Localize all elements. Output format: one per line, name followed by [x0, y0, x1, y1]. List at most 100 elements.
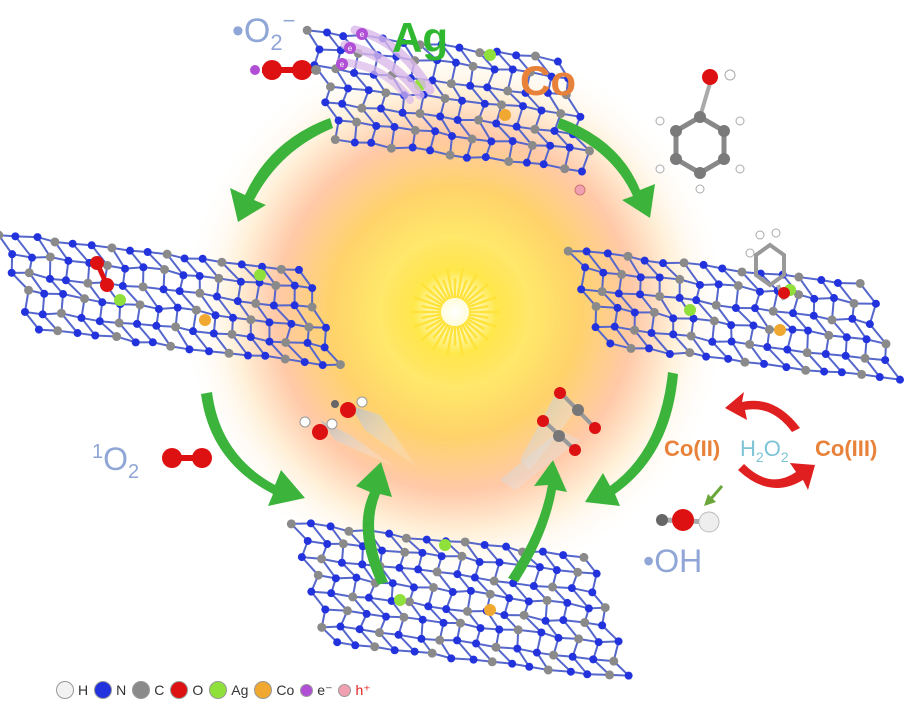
carbon-atom	[503, 86, 512, 95]
nitrogen-atom	[636, 290, 644, 298]
nitrogen-atom	[351, 641, 359, 649]
nitrogen-atom	[487, 137, 495, 145]
nitrogen-atom	[604, 249, 612, 257]
nitrogen-atom	[426, 146, 434, 154]
legend-label: C	[154, 682, 164, 698]
nitrogen-atom	[588, 588, 596, 596]
carbon-atom	[549, 651, 558, 660]
nitrogen-atom	[537, 629, 545, 637]
nitrogen-atom	[74, 329, 82, 337]
legend-swatch-c	[132, 681, 150, 699]
nitrogen-atom	[213, 293, 221, 301]
nitrogen-atom	[789, 309, 797, 317]
nitrogen-atom	[509, 137, 517, 145]
carbon-atom	[166, 342, 175, 351]
nitrogen-atom	[327, 589, 335, 597]
nitrogen-atom	[449, 588, 457, 596]
legend-swatch-n	[94, 681, 112, 699]
carbon-atom	[281, 338, 290, 347]
nitrogen-atom	[149, 338, 157, 346]
nitrogen-atom	[287, 320, 295, 328]
nitrogen-atom	[581, 263, 589, 271]
h2o2-label: H2O2	[740, 436, 789, 465]
nitrogen-atom	[350, 69, 358, 77]
carbon-atom	[217, 258, 226, 267]
carbon-atom	[861, 354, 870, 363]
carbon-atom	[474, 116, 483, 125]
carbon-atom	[794, 273, 803, 282]
legend-item-co: Co	[254, 681, 294, 699]
carbon-atom	[475, 48, 484, 57]
carbon-atom	[491, 643, 500, 652]
carbon-atom	[881, 339, 890, 348]
nitrogen-atom	[265, 318, 273, 326]
nitrogen-atom	[669, 314, 677, 322]
silver-atom	[684, 304, 696, 316]
legend-swatch-e	[300, 684, 313, 697]
nitrogen-atom	[307, 588, 315, 596]
legend-label: O	[192, 682, 203, 698]
nitrogen-atom	[676, 294, 684, 302]
nitrogen-atom	[424, 602, 432, 610]
nitrogen-atom	[834, 279, 842, 287]
carbon-atom	[195, 289, 204, 298]
carbon-atom	[57, 309, 66, 318]
carbon-atom	[53, 326, 62, 335]
nitrogen-atom	[631, 309, 639, 317]
nitrogen-atom	[385, 530, 393, 538]
nitrogen-atom	[419, 616, 427, 624]
nitrogen-atom	[212, 311, 220, 319]
nitrogen-atom	[335, 116, 343, 124]
nitrogen-atom	[495, 626, 503, 634]
nitrogen-atom	[338, 559, 346, 567]
nitrogen-atom	[482, 153, 490, 161]
nitrogen-atom	[229, 314, 237, 322]
carbon-atom	[317, 623, 326, 632]
carbon-atom	[528, 141, 537, 150]
hydroxyl-label: •OH	[643, 543, 702, 579]
nitrogen-atom	[8, 269, 16, 277]
carbon-atom	[225, 349, 234, 358]
carbon-atom	[687, 331, 696, 340]
nitrogen-atom	[423, 536, 431, 544]
legend-item-c: C	[132, 681, 164, 699]
nitrogen-atom	[540, 160, 548, 168]
nitrogen-atom	[358, 560, 366, 568]
arrow-co3-to-co2	[725, 392, 800, 432]
nitrogen-atom	[352, 574, 360, 582]
nitrogen-atom	[472, 639, 480, 647]
nitrogen-atom	[481, 100, 489, 108]
carbon-atom	[745, 340, 754, 349]
carbon-atom	[0, 231, 3, 240]
carbon-atom	[737, 267, 746, 276]
nitrogen-atom	[365, 86, 373, 94]
nitrogen-atom	[409, 143, 417, 151]
nitrogen-atom	[418, 549, 426, 557]
nitrogen-atom	[536, 563, 544, 571]
nitrogen-atom	[530, 582, 538, 590]
nitrogen-atom	[261, 352, 269, 360]
carbon-atom	[399, 613, 408, 622]
nitrogen-atom	[39, 310, 47, 318]
nitrogen-atom	[144, 248, 152, 256]
atom-legend: HNCOAgCoe⁻h⁺	[56, 678, 377, 702]
carbon-atom	[281, 354, 290, 363]
nitrogen-atom	[467, 587, 475, 595]
legend-label: N	[116, 682, 126, 698]
nitrogen-atom	[59, 290, 67, 298]
nitrogen-atom	[333, 638, 341, 646]
nitrogen-atom	[189, 327, 197, 335]
legend-label: Co	[276, 682, 294, 698]
nitrogen-atom	[659, 259, 667, 267]
carbon-atom	[441, 94, 450, 103]
nitrogen-atom	[238, 260, 246, 268]
carbon-atom	[336, 360, 345, 369]
nitrogen-atom	[718, 264, 726, 272]
nitrogen-atom	[179, 271, 187, 279]
carbon-atom	[303, 26, 312, 35]
carbon-atom	[857, 370, 866, 379]
nitrogen-atom	[315, 45, 323, 53]
nitrogen-atom	[708, 338, 716, 346]
legend-item-h: h⁺	[338, 682, 370, 699]
nitrogen-atom	[539, 548, 547, 556]
